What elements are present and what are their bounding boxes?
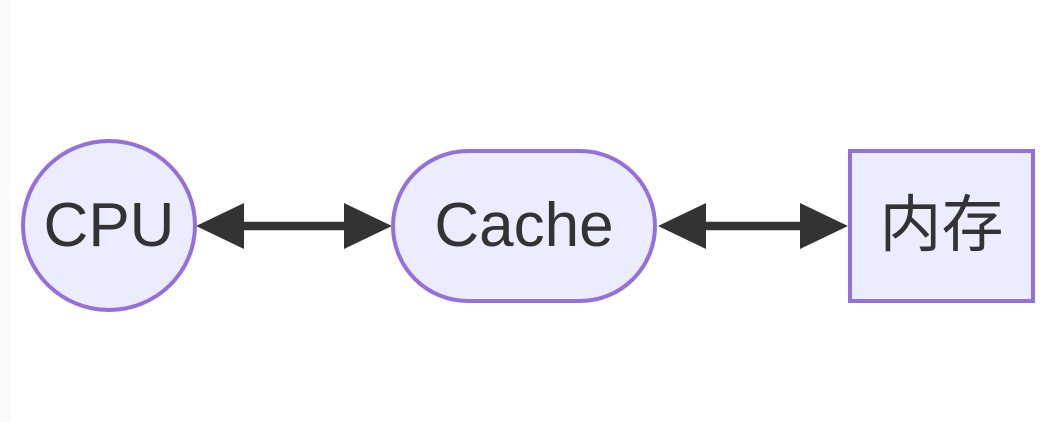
arrowhead-right-icon (344, 203, 392, 249)
node-cache-label: Cache (434, 191, 614, 260)
edge-cache-memory (658, 203, 848, 249)
edge-cpu-cache (196, 203, 392, 249)
arrowhead-left-icon (658, 203, 706, 249)
node-cache: Cache (391, 149, 657, 303)
arrowhead-right-icon (800, 203, 848, 249)
node-cpu-label: CPU (43, 190, 175, 260)
node-memory: 内存 (848, 149, 1035, 303)
arrowhead-left-icon (196, 203, 244, 249)
node-cpu: CPU (21, 139, 197, 312)
canvas-left-edge (0, 0, 11, 422)
node-memory-label: 内存 (879, 191, 1004, 260)
